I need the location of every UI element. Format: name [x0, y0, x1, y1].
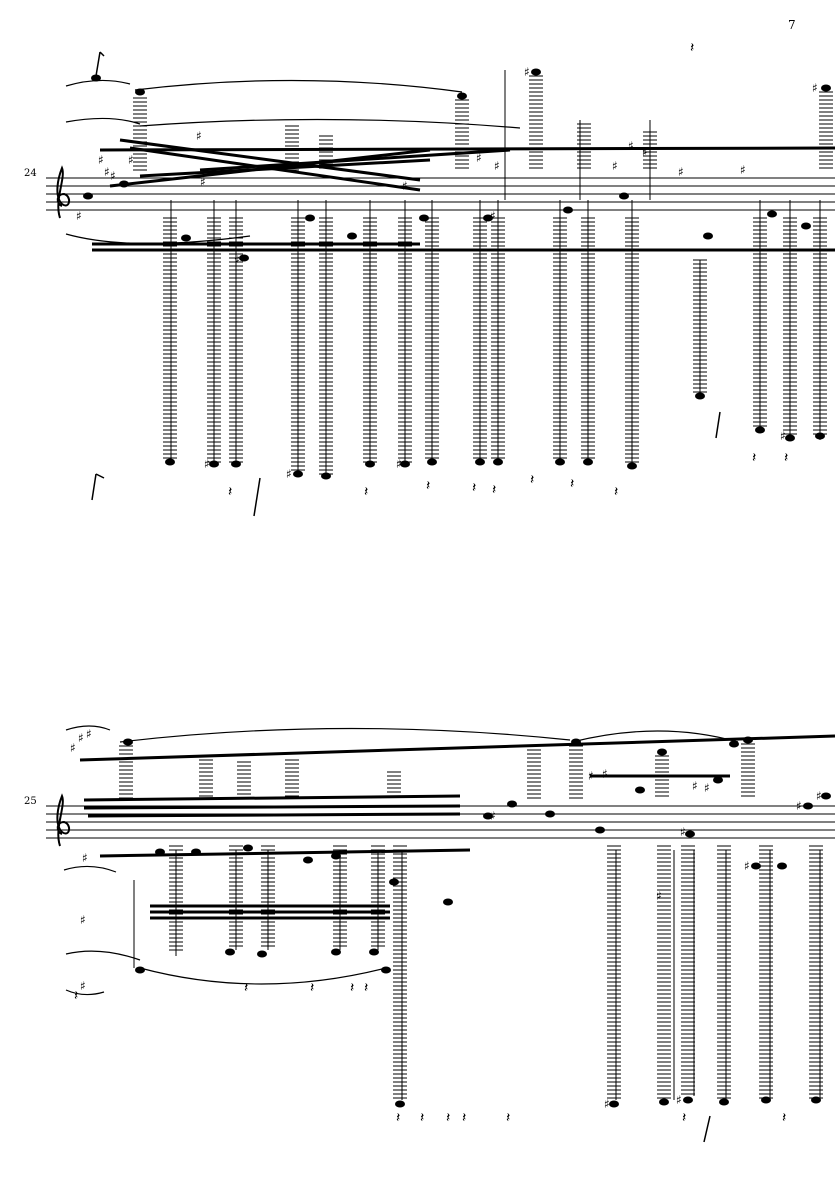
- stems-system-1: [170, 70, 821, 476]
- svg-text:♯: ♯: [234, 253, 240, 267]
- treble-clef-icon: [56, 165, 70, 219]
- svg-text:𝄽: 𝄽: [364, 484, 368, 500]
- svg-text:♯: ♯: [704, 781, 710, 795]
- sharp-icons-system-1: ♯♯♯ ♯♯♯ ♯♯♯ ♯♯♯ ♯♯♯ ♯♯♯ ♯♯♯ ♯♯: [76, 65, 818, 481]
- svg-text:𝄽: 𝄽: [74, 988, 78, 1004]
- rest-icons-system-2: 𝄽 𝄽 𝄽 𝄽 𝄽 𝄽 𝄽 𝄽 𝄽 𝄽 𝄽 𝄽: [74, 980, 786, 1126]
- page-number: 7: [788, 18, 796, 32]
- staff-system-1: [46, 177, 835, 211]
- svg-text:♯: ♯: [642, 145, 648, 159]
- svg-text:♯: ♯: [86, 727, 92, 741]
- svg-text:𝄽: 𝄽: [420, 1110, 424, 1126]
- sharp-icons-system-2: ♯♯♯ ♯♯♯ ♯♯♯ ♯♯♯ ♯♯♯ ♯♯♯: [70, 727, 822, 1111]
- svg-text:♯: ♯: [196, 129, 202, 143]
- svg-text:𝄽: 𝄽: [492, 482, 496, 498]
- measure-number-25: 25: [24, 796, 37, 807]
- svg-text:♯: ♯: [588, 769, 594, 783]
- svg-text:𝄽: 𝄽: [364, 980, 368, 996]
- svg-text:♯: ♯: [676, 1093, 682, 1107]
- svg-text:𝄽: 𝄽: [570, 476, 574, 492]
- rest-icons-system-1: 𝄽 𝄽 𝄽 𝄽 𝄽 𝄽 𝄽 𝄽 𝄽 𝄽 𝄽: [228, 40, 788, 500]
- svg-text:♯: ♯: [812, 81, 818, 95]
- svg-text:𝄽: 𝄽: [228, 484, 232, 500]
- svg-text:𝄽: 𝄽: [350, 980, 354, 996]
- svg-text:♯: ♯: [200, 175, 206, 189]
- svg-text:♯: ♯: [656, 889, 662, 903]
- svg-text:♯: ♯: [602, 767, 608, 781]
- svg-text:♯: ♯: [680, 825, 686, 839]
- svg-text:♯: ♯: [740, 163, 746, 177]
- beams-system-1: [92, 138, 835, 252]
- beams-system-2: [79, 734, 835, 920]
- svg-text:♯: ♯: [612, 159, 618, 173]
- svg-text:𝄽: 𝄽: [396, 1110, 400, 1126]
- svg-text:♯: ♯: [628, 139, 634, 153]
- noteheads-system-1: [83, 68, 831, 480]
- slurs-system-2: [63, 725, 739, 996]
- svg-text:♯: ♯: [104, 165, 110, 179]
- svg-text:𝄽: 𝄽: [244, 980, 248, 996]
- treble-clef-icon: [56, 793, 70, 847]
- svg-text:𝄽: 𝄽: [682, 1110, 686, 1126]
- noteheads-system-2: [123, 736, 831, 1108]
- svg-text:♯: ♯: [744, 859, 750, 873]
- svg-text:𝄽: 𝄽: [690, 40, 694, 56]
- svg-text:𝄽: 𝄽: [784, 450, 788, 466]
- svg-text:♯: ♯: [476, 151, 482, 165]
- staff-system-2: [46, 805, 835, 839]
- ledger-lines-system-1: [133, 75, 833, 475]
- svg-text:𝄽: 𝄽: [614, 484, 618, 500]
- svg-text:♯: ♯: [494, 159, 500, 173]
- svg-text:𝄽: 𝄽: [446, 1110, 450, 1126]
- svg-text:𝄽: 𝄽: [530, 472, 534, 488]
- svg-text:𝄽: 𝄽: [782, 1110, 786, 1126]
- svg-text:♯: ♯: [796, 799, 802, 813]
- svg-text:♯: ♯: [110, 169, 116, 183]
- measure-number-24: 24: [24, 168, 37, 179]
- svg-text:𝄽: 𝄽: [472, 480, 476, 496]
- svg-text:♯: ♯: [80, 979, 86, 993]
- svg-text:♯: ♯: [76, 209, 82, 223]
- svg-text:♯: ♯: [70, 741, 76, 755]
- svg-text:𝄽: 𝄽: [310, 980, 314, 996]
- svg-text:𝄽: 𝄽: [506, 1110, 510, 1126]
- ledger-lines-system-2: [119, 743, 823, 1099]
- svg-text:♯: ♯: [286, 467, 292, 481]
- svg-text:♯: ♯: [402, 179, 408, 193]
- svg-text:♯: ♯: [780, 429, 786, 443]
- svg-text:♯: ♯: [524, 65, 530, 79]
- svg-text:𝄽: 𝄽: [462, 1110, 466, 1126]
- svg-text:♯: ♯: [98, 153, 104, 167]
- svg-text:♯: ♯: [82, 851, 88, 865]
- svg-text:♯: ♯: [678, 165, 684, 179]
- svg-text:♯: ♯: [490, 209, 496, 223]
- svg-text:♯: ♯: [204, 457, 210, 471]
- svg-text:♯: ♯: [816, 789, 822, 803]
- svg-text:𝄽: 𝄽: [752, 450, 756, 466]
- svg-text:♯: ♯: [490, 809, 496, 823]
- svg-text:♯: ♯: [604, 1097, 610, 1111]
- svg-text:𝄽: 𝄽: [426, 478, 430, 494]
- svg-text:♯: ♯: [128, 153, 134, 167]
- svg-text:♯: ♯: [396, 457, 402, 471]
- svg-text:♯: ♯: [78, 731, 84, 745]
- svg-text:♯: ♯: [692, 779, 698, 793]
- grace-note-flags: [91, 51, 721, 1143]
- svg-text:♯: ♯: [80, 913, 86, 927]
